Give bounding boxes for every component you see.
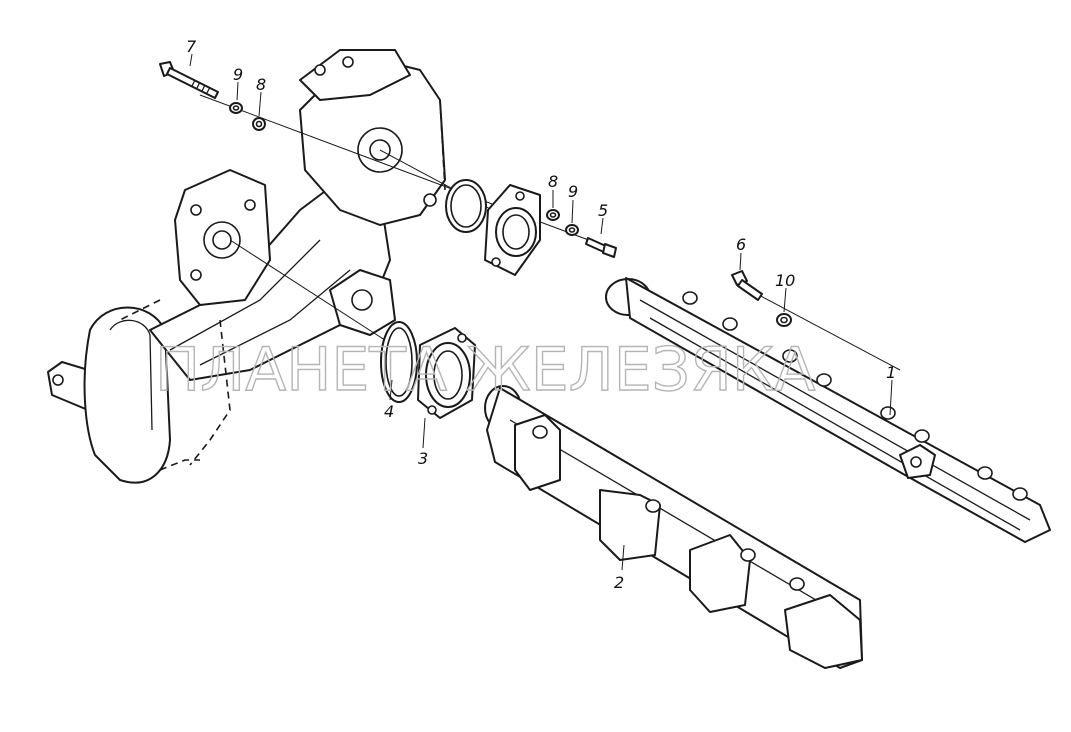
callout-2: 2 xyxy=(614,573,624,592)
callout-5: 5 xyxy=(598,201,608,220)
callout-9-right: 9 xyxy=(568,182,578,201)
upper-flange-pipe xyxy=(484,184,541,276)
callout-9-top: 9 xyxy=(233,65,243,84)
callout-4: 4 xyxy=(384,402,394,421)
callout-1: 1 xyxy=(886,363,896,382)
flange-3 xyxy=(417,327,476,419)
callout-6: 6 xyxy=(736,235,746,254)
callout-7: 7 xyxy=(186,37,197,56)
bolt-5 xyxy=(585,237,617,258)
manifold-1 xyxy=(605,277,1051,543)
callout-10: 10 xyxy=(775,271,795,290)
watermark-text: ПЛАНЕТА ЖЕЛЕЗЯКА xyxy=(155,335,815,405)
housing xyxy=(47,49,446,484)
manifold-2 xyxy=(484,385,863,669)
callout-3: 3 xyxy=(418,449,428,468)
callout-8-top: 8 xyxy=(256,75,266,94)
bolt-6 xyxy=(731,270,763,301)
callout-8-right: 8 xyxy=(548,172,558,191)
leader-lines xyxy=(189,53,893,571)
bolt-7 xyxy=(159,61,219,99)
callouts: 7 9 8 8 9 5 6 10 1 4 3 2 xyxy=(186,37,896,592)
